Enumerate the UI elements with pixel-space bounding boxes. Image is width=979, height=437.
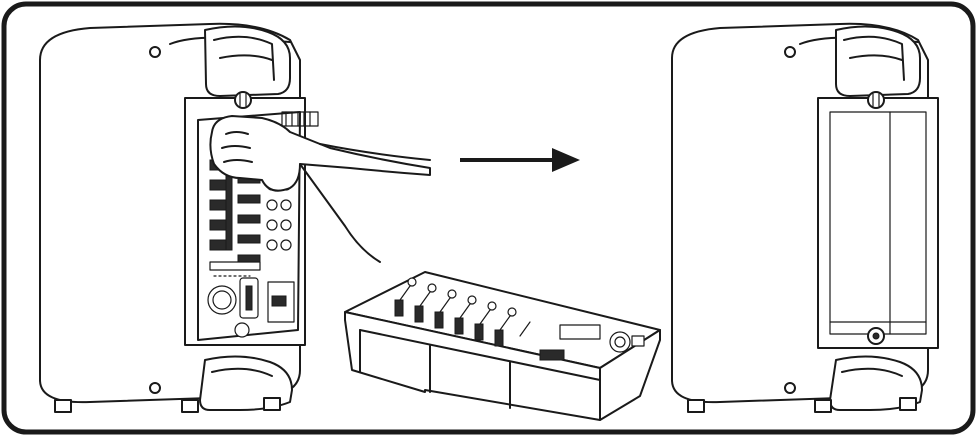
right-speaker: [671, 22, 939, 413]
mixer-module: [344, 271, 661, 421]
right-arrow-icon: [460, 148, 580, 172]
left-speaker: [39, 22, 431, 413]
